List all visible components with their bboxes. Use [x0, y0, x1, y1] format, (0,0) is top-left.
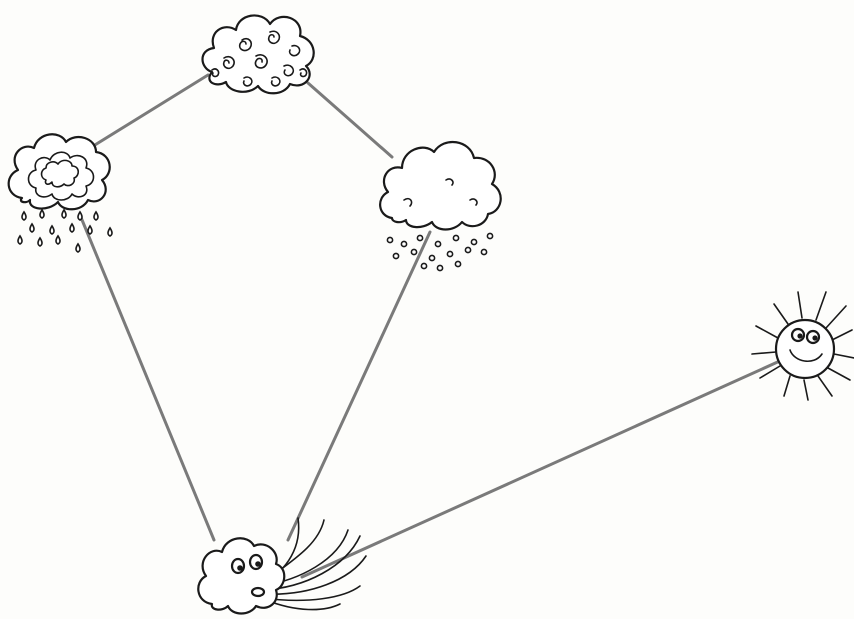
- edge-curly-cloud-hail-cloud: [308, 83, 392, 157]
- wind-cloud-icon: [198, 518, 366, 614]
- raindrops: [18, 210, 112, 252]
- wind-cloud-mouth: [252, 588, 264, 596]
- edge-wind-cloud-sun: [302, 360, 782, 577]
- hail-cloud-icon: [380, 142, 501, 271]
- sun-icon: [752, 292, 854, 400]
- edge-rain-cloud-wind-cloud: [80, 215, 214, 540]
- rain-cloud-icon: [9, 134, 112, 252]
- edge-hail-cloud-wind-cloud: [288, 232, 430, 540]
- edge-curly-cloud-rain-cloud: [90, 75, 208, 148]
- hailstones: [387, 233, 492, 270]
- curly-cloud-icon: [203, 15, 314, 93]
